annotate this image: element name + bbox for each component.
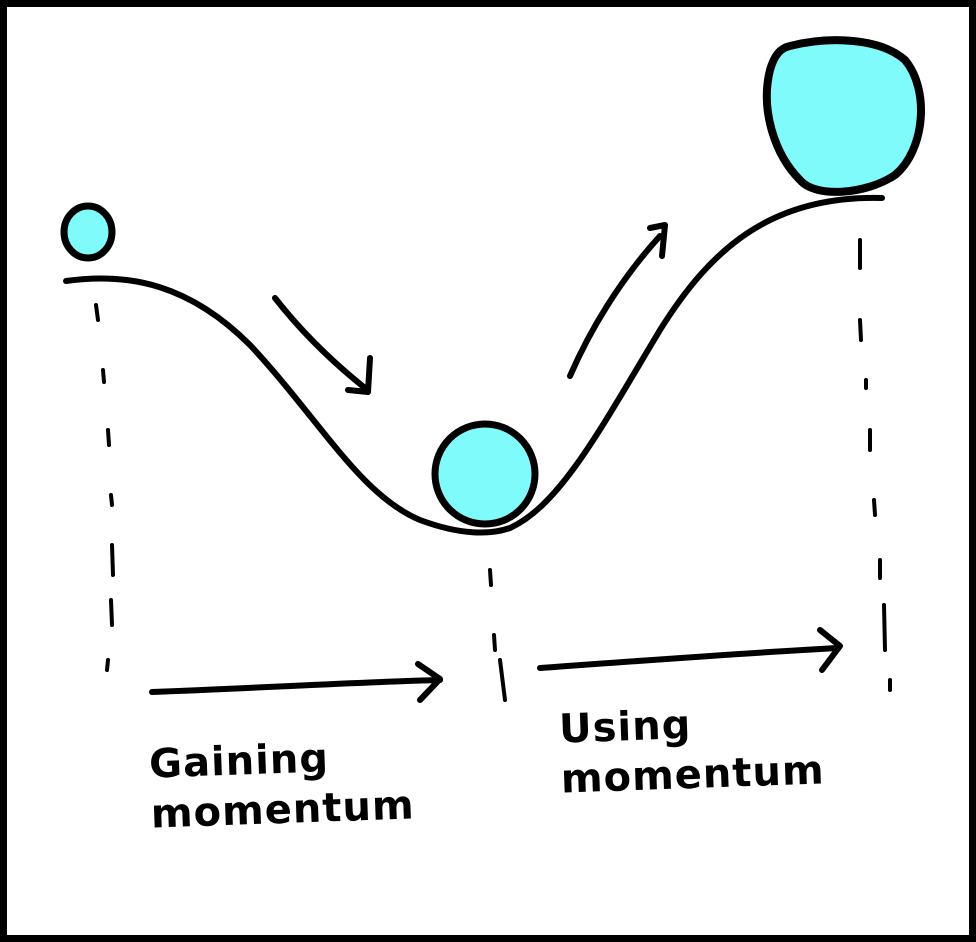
arrow-up-slope bbox=[567, 233, 663, 379]
label-gaining-momentum: Gaining momentum bbox=[148, 730, 415, 839]
ball-start bbox=[60, 202, 116, 262]
valley-curve bbox=[63, 194, 885, 536]
dashed-line-left bbox=[94, 303, 115, 672]
label-right-line2: momentum bbox=[560, 747, 826, 803]
ball-bottom bbox=[431, 420, 539, 528]
arrow-down-slope bbox=[272, 295, 368, 391]
label-using-momentum: Using momentum bbox=[558, 695, 825, 804]
dashed-line-right bbox=[858, 238, 892, 692]
ball-end bbox=[762, 36, 925, 196]
label-left-line2: momentum bbox=[150, 782, 416, 838]
dashed-line-center bbox=[488, 568, 507, 702]
arrow-using bbox=[537, 645, 841, 671]
arrow-gaining bbox=[149, 677, 443, 695]
label-left-line1: Gaining bbox=[148, 735, 330, 788]
label-right-line1: Using bbox=[558, 702, 693, 753]
